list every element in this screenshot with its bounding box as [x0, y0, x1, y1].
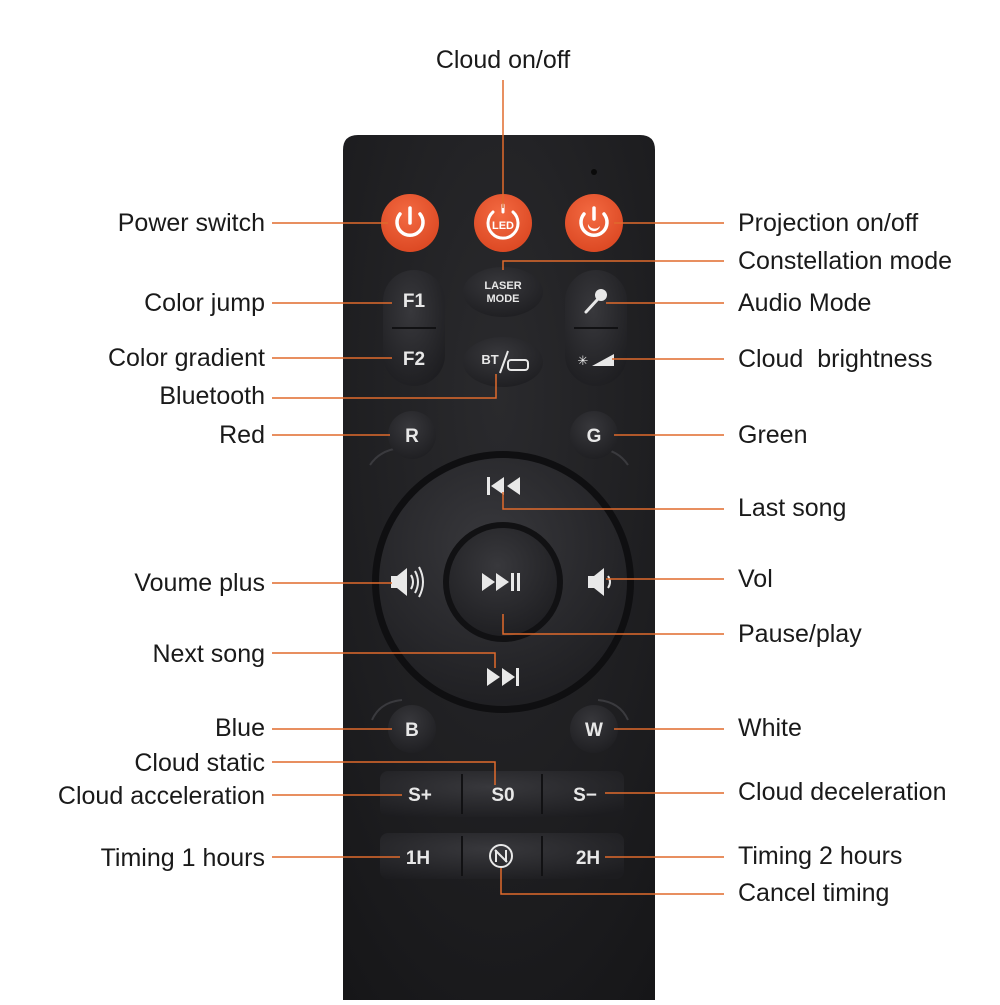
- volume-up-icon[interactable]: [391, 566, 424, 598]
- groove-lower-right: [597, 699, 629, 721]
- label-cancel-timing: Cancel timing: [738, 879, 890, 907]
- blue-button[interactable]: B: [388, 705, 436, 753]
- moon-icon: [587, 224, 600, 232]
- label-pause-play: Pause/play: [738, 620, 862, 648]
- laser-label-top: LASER: [484, 280, 521, 292]
- label-cloud-acceleration: Cloud acceleration: [57, 782, 265, 810]
- power-icon: [395, 206, 425, 238]
- red-button[interactable]: R: [388, 411, 436, 459]
- label-timing-2: Timing 2 hours: [738, 842, 903, 870]
- svg-text:✳: ✳: [578, 354, 589, 369]
- timer-1h-button[interactable]: 1H: [406, 848, 430, 869]
- label-white: White: [738, 714, 802, 742]
- label-cloud-onoff: Cloud on/off: [435, 46, 571, 74]
- w-label: W: [585, 720, 603, 741]
- cancel-timer-icon[interactable]: [489, 844, 513, 868]
- speed-static-button[interactable]: S0: [491, 785, 514, 806]
- laser-mode-button[interactable]: LASER MODE: [463, 267, 543, 317]
- label-projection-onoff: Projection on/off: [738, 209, 919, 237]
- device-icon: [507, 359, 529, 371]
- power-moon-icon: [579, 206, 609, 238]
- label-color-jump: Color jump: [144, 289, 265, 317]
- previous-track-icon[interactable]: [487, 477, 520, 495]
- speed-up-button[interactable]: S+: [408, 785, 432, 806]
- bluetooth-button[interactable]: BT: [463, 337, 543, 387]
- label-cloud-brightness: Cloud brightness: [738, 345, 933, 373]
- label-timing-1: Timing 1 hours: [100, 844, 265, 872]
- bt-label: BT: [481, 352, 498, 367]
- label-last-song: Last song: [738, 494, 847, 522]
- cloud-led-button[interactable]: LED: [474, 194, 532, 252]
- laser-label-bottom: MODE: [487, 293, 520, 305]
- speed-bar: [380, 771, 624, 817]
- brightness-icon[interactable]: ✳: [578, 354, 614, 369]
- indicator-hole: [591, 169, 597, 175]
- label-power-switch: Power switch: [117, 209, 265, 237]
- f2-button[interactable]: F2: [403, 349, 425, 370]
- label-bluetooth: Bluetooth: [159, 382, 265, 410]
- volume-down-icon[interactable]: [588, 568, 611, 596]
- led-label: LED: [492, 220, 514, 232]
- white-button[interactable]: W: [570, 705, 618, 753]
- label-color-gradient: Color gradient: [107, 344, 265, 372]
- label-constellation-mode: Constellation mode: [738, 247, 953, 275]
- label-green: Green: [738, 421, 808, 449]
- groove-lower: [371, 699, 403, 721]
- f1-button[interactable]: F1: [403, 291, 426, 312]
- label-next-song: Next song: [152, 640, 265, 668]
- b-label: B: [405, 720, 419, 741]
- label-cloud-deceleration: Cloud deceleration: [738, 778, 947, 806]
- microphone-icon[interactable]: [584, 289, 607, 314]
- label-red: Red: [219, 421, 265, 449]
- label-cloud-static: Cloud static: [134, 749, 265, 777]
- leader-lines: [272, 80, 724, 895]
- label-blue: Blue: [214, 714, 265, 742]
- g-label: G: [587, 426, 602, 447]
- label-volume-plus: Voume plus: [134, 569, 265, 597]
- label-audio-mode: Audio Mode: [738, 289, 872, 317]
- power-button[interactable]: [381, 194, 439, 252]
- next-track-icon[interactable]: [487, 668, 519, 686]
- r-label: R: [405, 426, 419, 447]
- label-vol: Vol: [738, 565, 773, 593]
- timer-2h-button[interactable]: 2H: [576, 848, 600, 869]
- green-button[interactable]: G: [570, 411, 618, 459]
- projection-button[interactable]: [565, 194, 623, 252]
- play-pause-icon: [482, 573, 520, 591]
- speed-down-button[interactable]: S−: [573, 785, 597, 806]
